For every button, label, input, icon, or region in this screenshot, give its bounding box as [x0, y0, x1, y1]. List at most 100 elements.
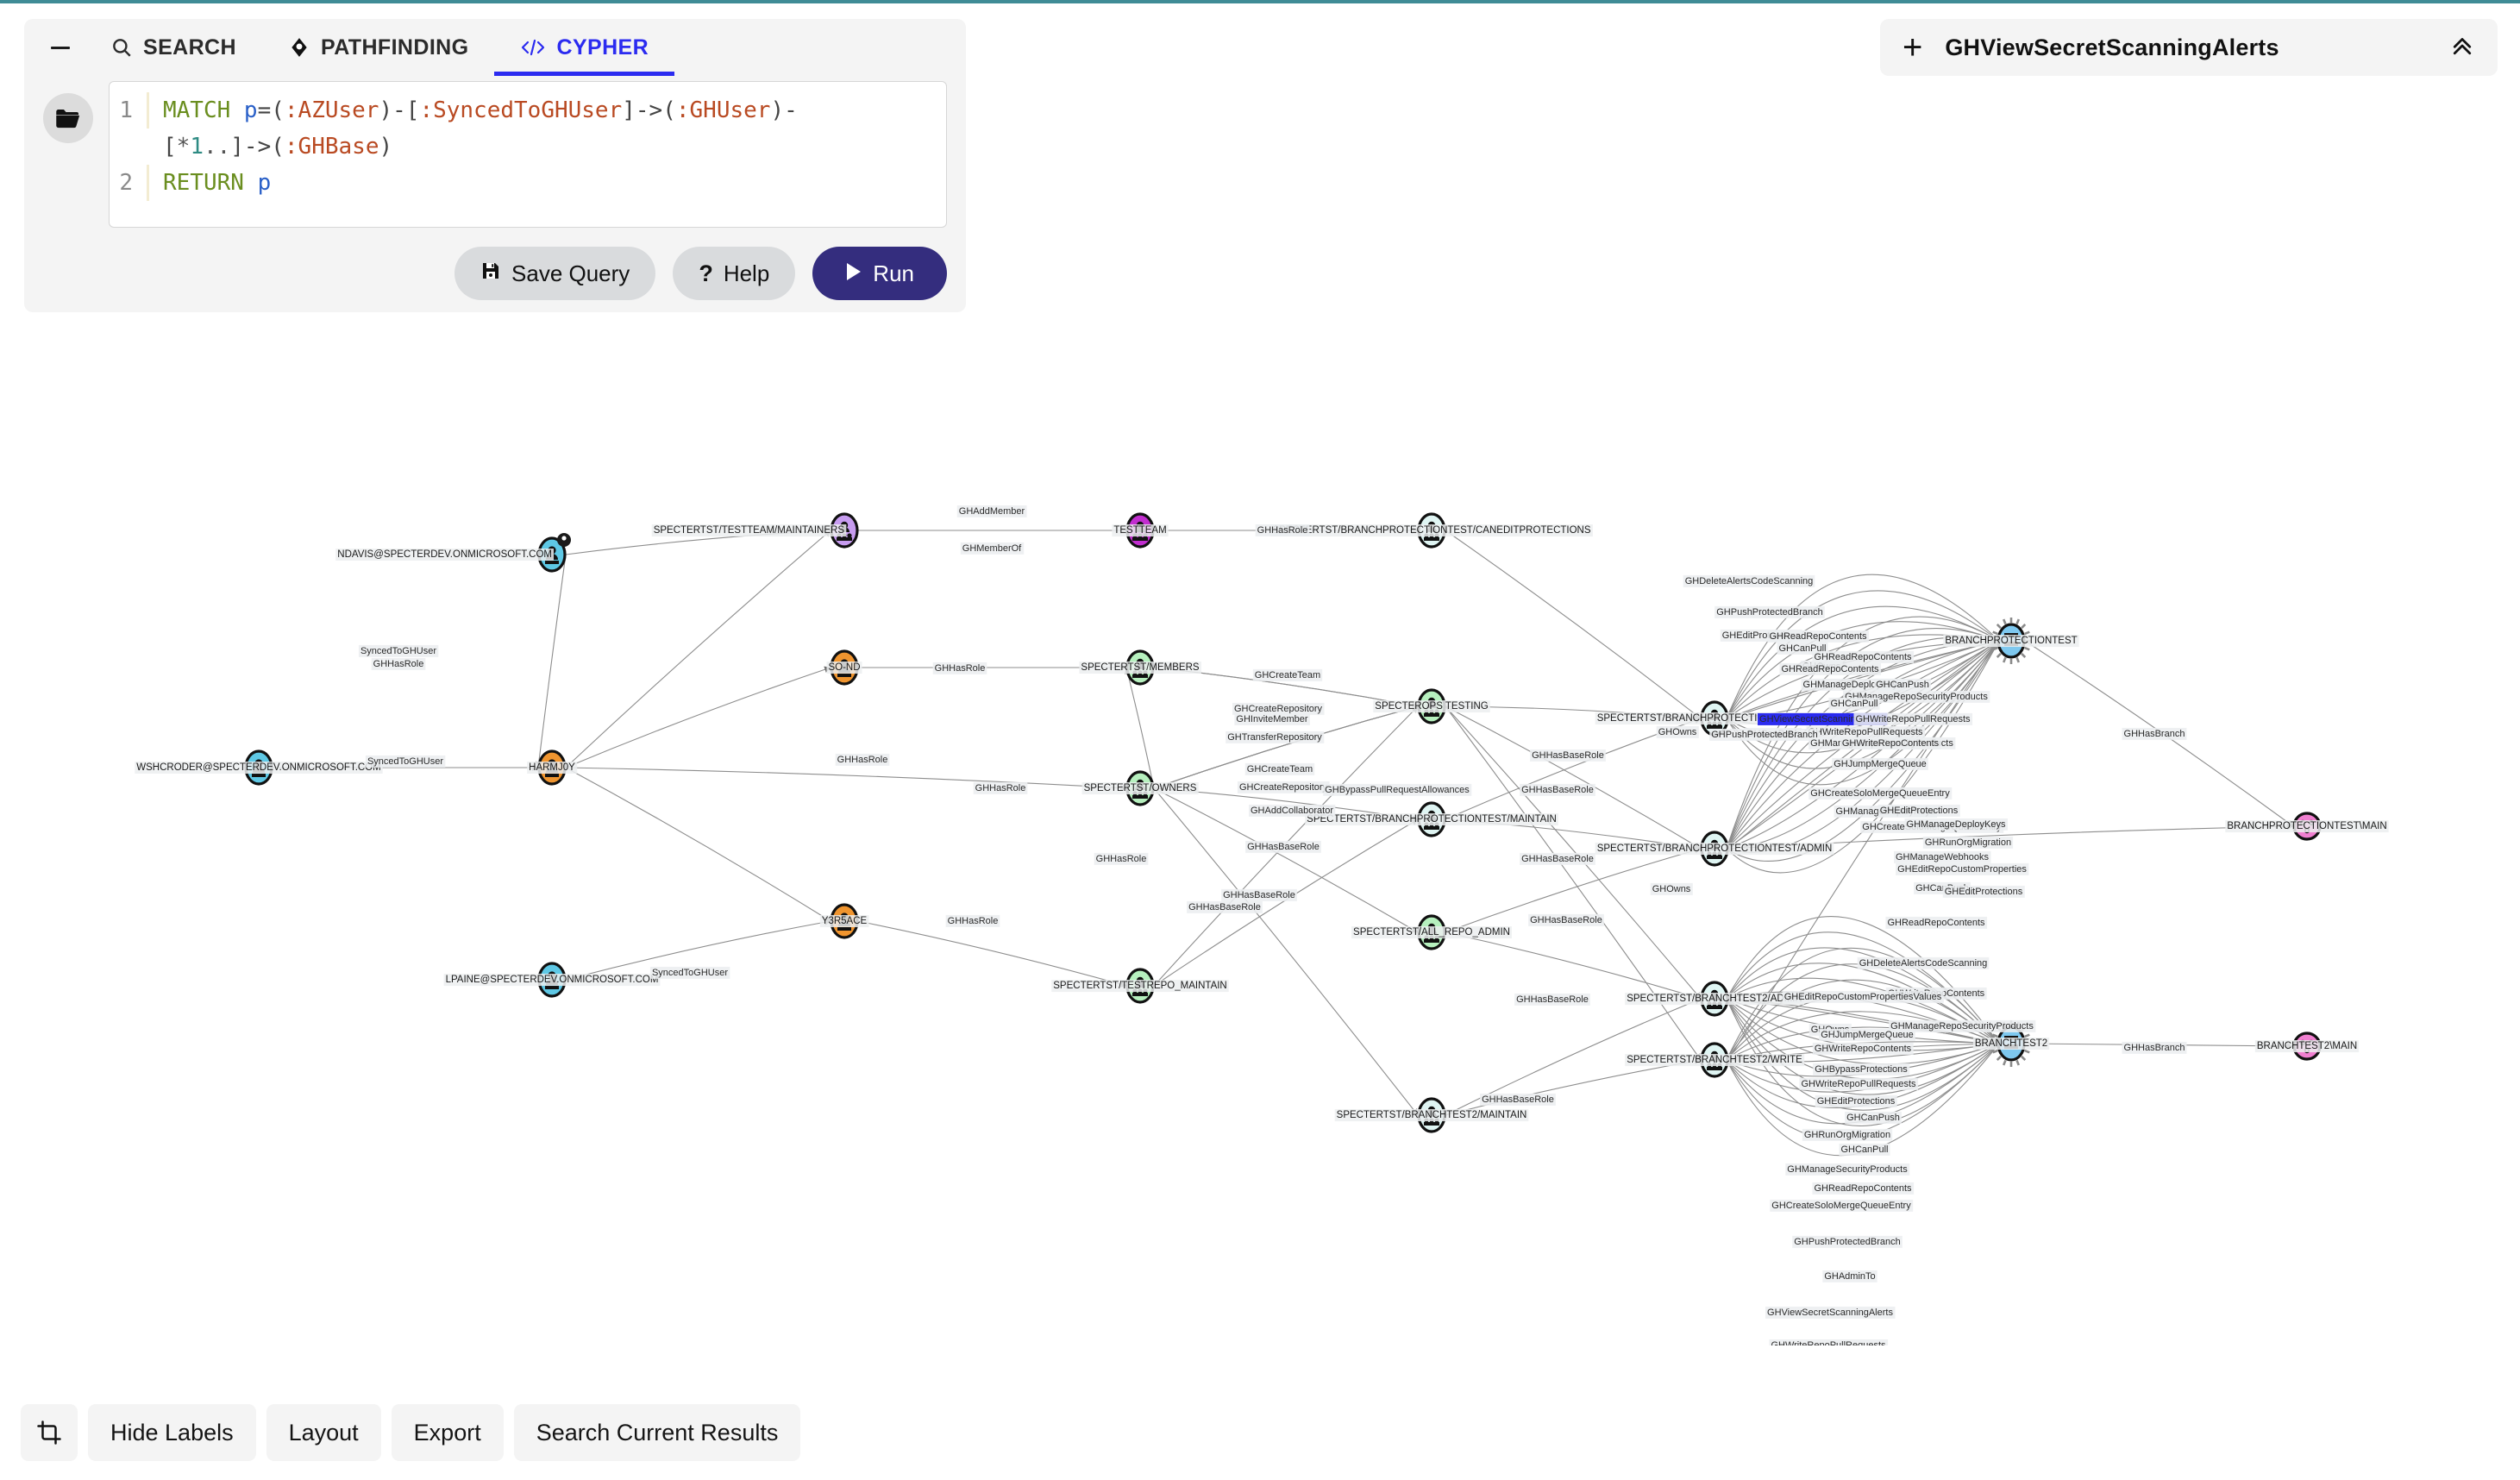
graph-edge[interactable] — [1445, 706, 1702, 1000]
graph-edge-label[interactable]: GHEditRepoCustomPropertiesValues — [1782, 990, 1944, 1003]
graph-node[interactable]: SPECTERTST/BRANCHTEST2/ADMIN — [1625, 981, 1804, 1017]
graph-edge-label[interactable]: GHOwns — [1656, 725, 1699, 738]
graph-edge-permission[interactable] — [1726, 640, 2000, 850]
run-query-button[interactable]: Run — [812, 247, 947, 300]
graph-node[interactable]: HARMJ0Y — [527, 749, 578, 786]
graph-edge-permission[interactable] — [1726, 998, 2000, 1080]
graph-edge-label[interactable]: GHEditProtections — [1942, 885, 2025, 898]
graph-edge-label[interactable]: GHHasBaseRole — [1245, 840, 1321, 853]
graph-edge-label[interactable]: GHWriteRepoPullRequests — [1769, 1339, 1889, 1345]
graph-edge-label[interactable]: GHManageSecurityProducts — [1785, 1163, 1910, 1176]
graph-edge[interactable] — [565, 767, 1127, 792]
graph-edge-label[interactable]: GHRunOrgMigration — [1922, 836, 2014, 849]
graph-edge-label[interactable]: GHHasBranch — [2122, 727, 2187, 740]
graph-edge-label[interactable]: GHHasBaseRole — [1528, 913, 1604, 926]
graph-node[interactable]: NDAVIS@SPECTERDEV.ONMICROSOFT.COM — [335, 533, 571, 573]
graph-edge[interactable] — [1124, 667, 1155, 789]
graph-edge-permission[interactable] — [1726, 998, 2000, 1065]
graph-node[interactable]: SPECTERTST/BRANCHPROTECTIONTEST/MAINTAIN — [1305, 801, 1558, 837]
graph-node[interactable]: SPECTERTST/BRANCHPROTECTIONTEST/ADMIN — [1595, 831, 1834, 867]
graph-edge-label[interactable]: GHHasRole — [973, 781, 1028, 794]
graph-edge-label[interactable]: GHHasRole — [945, 914, 1000, 927]
graph-edge-permission[interactable] — [1726, 998, 2000, 1095]
graph-edge[interactable] — [1153, 705, 1419, 789]
plus-icon[interactable]: + — [1903, 28, 1923, 66]
graph-edge-label[interactable]: GHReadRepoContents — [1885, 916, 1988, 929]
graph-edge-label[interactable]: GHCreateSoloMergeQueueEntry — [1770, 1199, 1914, 1212]
graph-node[interactable]: BRANCHPROTECTIONTEST — [1943, 618, 2079, 664]
graph-edge-label[interactable]: GHJumpMergeQueue — [1819, 1028, 1915, 1041]
graph-edge-label[interactable]: GHReadRepoContents — [1812, 1182, 1915, 1195]
graph-edge-label[interactable]: GHCreateRepository — [1237, 781, 1330, 793]
graph-edge-label[interactable]: GHWriteRepoPullRequests — [1806, 725, 1926, 738]
graph-edge-label[interactable]: GHDeleteAlertsCodeScanning — [1857, 956, 1990, 969]
tab-cypher[interactable]: CYPHER — [494, 19, 674, 76]
graph-svg[interactable]: WSHCRODER@SPECTERDEV.ONMICROSOFT.COM NDAV… — [0, 371, 2520, 1345]
graph-edge-label[interactable]: GHManageDeployKeys — [1904, 818, 2008, 831]
graph-edge-label[interactable]: GHEditProtections — [1877, 804, 1960, 817]
graph-edge[interactable] — [1445, 706, 1702, 1061]
graph-edge-permission[interactable] — [1726, 1043, 2000, 1093]
graph-edge-label[interactable]: GHHasBaseRole — [1221, 888, 1297, 901]
graph-edge-label[interactable]: GHHasRole — [932, 662, 987, 674]
graph-node[interactable]: SPECTERTST/MEMBERS — [1079, 649, 1201, 686]
graph-edge-label[interactable]: GHManageRepoSecurityProducts — [1843, 690, 1990, 703]
graph-edge-label[interactable]: GHWriteRepoPullRequests — [1799, 1077, 1919, 1090]
graph-edge-label[interactable]: GHPushProtectedBranch — [1792, 1235, 1903, 1248]
tab-search[interactable]: SEARCH — [85, 19, 262, 76]
graph-edge-label[interactable]: SyncedToGHUser — [358, 644, 439, 657]
graph-edge[interactable] — [565, 767, 831, 922]
graph-edge[interactable] — [565, 666, 831, 768]
graph-node[interactable]: SPECTERTST/BRANCHPROTECTIONTEST/CANEDITP… — [1270, 512, 1593, 549]
help-button[interactable]: ? Help — [673, 247, 796, 300]
graph-node[interactable]: SPECTEROPS TESTING — [1373, 688, 1490, 724]
graph-node[interactable]: WSHCRODER@SPECTERDEV.ONMICROSOFT.COM — [135, 749, 383, 786]
graph-edge-label[interactable]: GHCanPull — [1828, 697, 1880, 710]
graph-edge-label[interactable]: GHPushProtectedBranch — [1714, 605, 1825, 618]
graph-edge-permission[interactable] — [1726, 979, 2000, 1061]
search-current-results-button[interactable]: Search Current Results — [513, 1404, 801, 1461]
graph-canvas[interactable]: WSHCRODER@SPECTERDEV.ONMICROSOFT.COM NDAV… — [0, 371, 2520, 1345]
graph-edge-label[interactable]: GHBypassProtections — [1813, 1063, 1910, 1076]
graph-edge-permission[interactable] — [1726, 621, 2000, 719]
graph-node[interactable]: SPECTERTST/ALL_REPO_ADMIN — [1351, 914, 1512, 950]
layout-button[interactable]: Layout — [266, 1404, 381, 1461]
graph-node[interactable]: SPECTERTST/TESTTEAM/MAINTAINERS — [651, 512, 859, 549]
graph-node[interactable]: LPAINE@SPECTERDEV.ONMICROSOFT.COM — [443, 962, 661, 998]
graph-edge-label[interactable]: GHInviteMember — [1234, 712, 1310, 725]
graph-edge[interactable] — [536, 554, 567, 768]
graph-edge-label[interactable]: GHCanPush — [1874, 678, 1931, 691]
graph-edge-label[interactable]: GHWriteRepoContents — [1812, 1042, 1914, 1055]
graph-edge-label[interactable]: GHReadRepoContents — [1767, 630, 1870, 643]
tab-pathfinding[interactable]: PATHFINDING — [262, 19, 495, 76]
graph-edge-label[interactable]: GHReadRepoContents — [1779, 662, 1882, 675]
graph-edge-label[interactable]: GHCanPull — [1839, 1143, 1890, 1156]
graph-edge-label[interactable]: GHHasBranch — [2122, 1041, 2187, 1054]
chevron-double-up-icon[interactable] — [2449, 33, 2475, 63]
graph-edge[interactable] — [1445, 706, 1702, 850]
folder-open-icon[interactable] — [43, 93, 93, 143]
graph-edge[interactable] — [1153, 787, 1419, 1116]
graph-edge-permission[interactable] — [1726, 640, 2000, 850]
graph-node[interactable]: SPECTERTST/BRANCHTEST2/MAINTAIN — [1334, 1097, 1529, 1133]
graph-edge-label[interactable]: GHViewSecretScanningAlerts — [1765, 1306, 1896, 1319]
graph-edge-label[interactable]: GHHasBaseRole — [1514, 993, 1590, 1006]
hide-labels-button[interactable]: Hide Labels — [88, 1404, 256, 1461]
export-button[interactable]: Export — [391, 1404, 504, 1461]
graph-edge-permission[interactable] — [1726, 977, 2000, 1044]
graph-edge-label[interactable]: GHManageRepoSecurityProducts — [1889, 1019, 2036, 1032]
graph-edge-label[interactable]: GHBypassPullRequestAllowances — [1323, 783, 1472, 796]
graph-edge-label[interactable]: GHWriteRepoPullRequests — [1853, 712, 1973, 725]
graph-edge-label[interactable]: GHCreateSoloMergeQueueEntry — [1809, 787, 1953, 800]
graph-edge-permission[interactable] — [1726, 616, 2000, 850]
graph-node[interactable]: SPECTERTST/BRANCHTEST2/WRITE — [1625, 1042, 1805, 1078]
graph-node[interactable]: SO-ND — [826, 649, 862, 686]
graph-node[interactable]: BRANCHPROTECTIONTEST\MAIN — [2225, 812, 2389, 841]
graph-edge-label[interactable]: GHAddMember — [956, 505, 1027, 517]
graph-edge-label[interactable]: GHCreateTeam — [1244, 762, 1315, 775]
graph-edge-label[interactable]: GHCanPush — [1845, 1111, 1902, 1124]
graph-edge[interactable] — [1153, 787, 1419, 933]
graph-edge-permission[interactable] — [1726, 963, 2000, 1044]
graph-edge-label[interactable]: GHHasBaseRole — [1520, 783, 1595, 796]
graph-edge-label[interactable]: GHReadRepoContents — [1812, 650, 1915, 663]
